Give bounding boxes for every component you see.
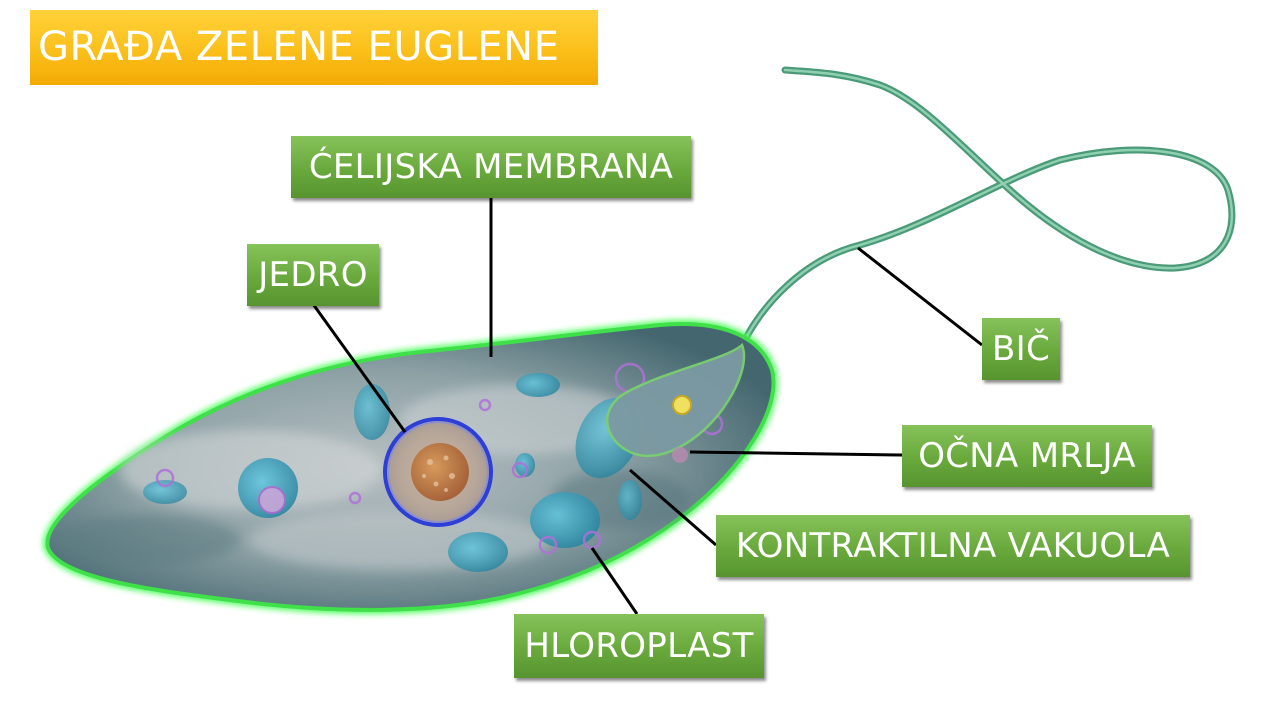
leader-line-flagellum <box>857 246 983 347</box>
eyespot <box>672 395 692 415</box>
nucleus <box>383 417 493 527</box>
leader-line-contractile-vacuole <box>629 468 717 547</box>
label-contractile-vacuole: KONTRAKTILNA VAKUOLA <box>716 515 1190 577</box>
leader-line-nucleus <box>311 303 407 433</box>
eyespot-granule <box>672 447 688 463</box>
flagellum <box>741 66 1236 344</box>
euglena-cell <box>42 319 778 615</box>
label-cell-membrane: ĆELIJSKA MEMBRANA <box>291 136 691 198</box>
chloroplasts <box>143 373 642 572</box>
label-chloroplast: HLOROPLAST <box>514 614 764 678</box>
label-eyespot: OČNA MRLJA <box>902 425 1152 487</box>
diagram-title: GRAĐA ZELENE EUGLENE <box>30 10 598 85</box>
label-flagellum: BIČ <box>982 318 1060 380</box>
leader-line-eyespot <box>689 450 903 457</box>
leader-lines <box>311 198 983 615</box>
label-nucleus: JEDRO <box>247 244 379 306</box>
leader-line-chloroplast <box>590 547 639 615</box>
